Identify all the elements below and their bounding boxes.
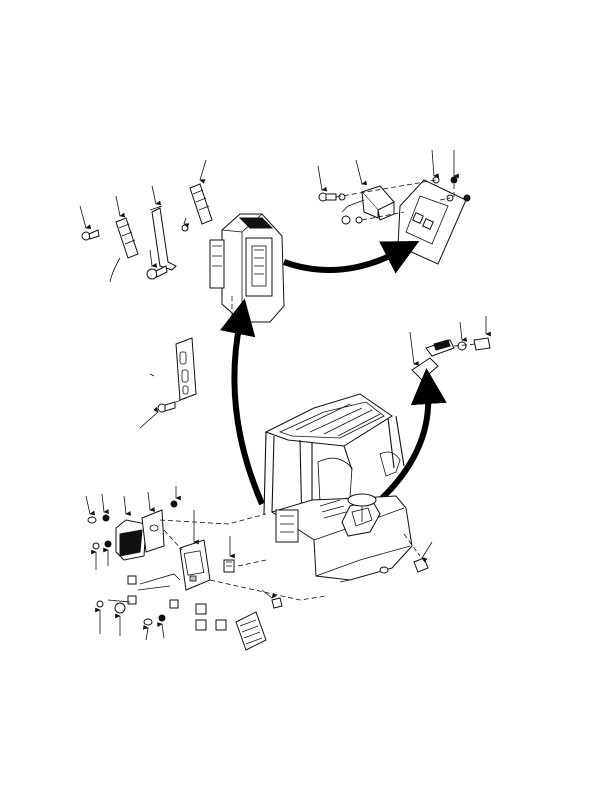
big-arrow-to-lever [375, 368, 447, 505]
mounting-bracket [149, 205, 177, 271]
block-e [215, 619, 227, 631]
big-arrow-to-board [282, 240, 420, 274]
block-b [127, 595, 137, 605]
controller-module [115, 519, 147, 561]
screw-row-top [87, 500, 178, 524]
lower-left-assembly [85, 486, 327, 651]
relay-strip-right [189, 183, 213, 225]
upper-left-assembly [79, 159, 285, 360]
terminal-strip-plate [235, 611, 267, 651]
upper-right-assembly [317, 149, 471, 265]
block-f [195, 619, 207, 631]
electrical-panel [179, 539, 211, 591]
lever-switch-assembly [409, 316, 491, 381]
screw-left [81, 229, 100, 241]
relay-screw-left [318, 192, 346, 202]
module-bracket [141, 509, 165, 553]
big-arrow-to-cabinet [219, 298, 265, 506]
block-c [169, 599, 179, 609]
block-a [127, 575, 137, 585]
screw-bracket [146, 265, 168, 280]
small-switch [271, 597, 283, 609]
circuit-board [397, 179, 467, 265]
forklift-cab [263, 393, 421, 583]
relay-strip-left [109, 217, 139, 283]
mounting-plate [139, 337, 197, 429]
panel-connector [223, 559, 235, 573]
relay-block [341, 185, 395, 221]
screw-small [181, 224, 189, 232]
block-d [195, 603, 207, 615]
cab-connector [413, 541, 433, 573]
relay-screw-bottom [341, 215, 363, 225]
control-panel-housing [209, 213, 285, 323]
